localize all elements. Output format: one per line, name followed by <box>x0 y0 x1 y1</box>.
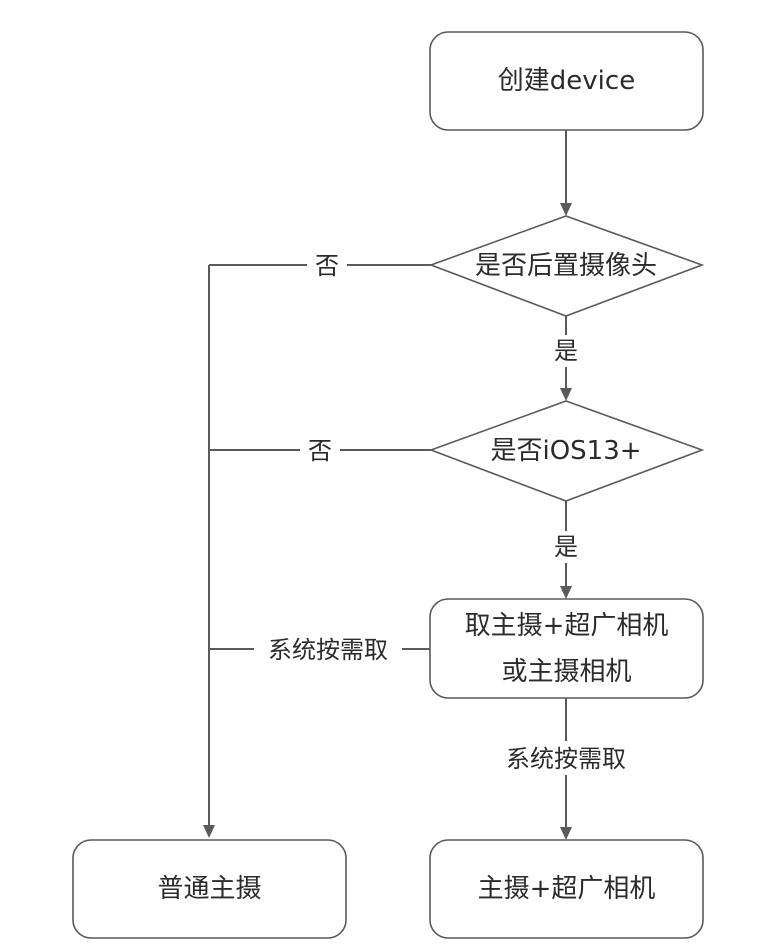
node-is-back-camera-diamond <box>428 215 705 317</box>
node-create-device: 创建device <box>429 31 704 131</box>
edge-labels: 否 是 否 是 系统按需取 系统按需取 <box>254 251 640 775</box>
edge-label-bg-take-main-to-normal <box>254 634 402 664</box>
edge-label-bg-back-camera-no <box>307 251 347 279</box>
node-is-ios13-diamond <box>428 400 705 502</box>
arrowhead-to-ios13 <box>560 388 572 401</box>
node-main-ultrawide-box <box>429 839 704 939</box>
node-take-main-label-line1: 取主摄+超广相机 <box>465 611 669 641</box>
edge-label-ios13-yes: 是 <box>554 533 578 561</box>
edge-label-bg-ios13-yes <box>548 531 584 563</box>
edge-label-ios13-no: 否 <box>308 437 332 465</box>
arrowhead-to-normal-main <box>203 825 215 838</box>
edge-label-bg-ios13-no <box>300 436 340 464</box>
node-take-main: 取主摄+超广相机 或主摄相机 <box>429 598 704 699</box>
node-normal-main: 普通主摄 <box>72 839 347 939</box>
node-normal-main-label: 普通主摄 <box>157 874 261 904</box>
edge-label-take-main-to-ultrawide: 系统按需取 <box>506 745 626 773</box>
edge-label-bg-take-main-to-ultrawide <box>492 741 640 775</box>
node-normal-main-box <box>72 839 347 939</box>
edge-label-back-camera-no: 否 <box>315 252 339 280</box>
arrowhead-to-back-camera <box>560 203 572 216</box>
node-take-main-label-line2: 或主摄相机 <box>501 657 631 687</box>
node-create-device-box <box>429 31 704 131</box>
node-is-ios13: 是否iOS13+ <box>428 400 705 502</box>
edge-label-take-main-to-normal: 系统按需取 <box>268 636 388 664</box>
node-is-back-camera-label: 是否后置摄像头 <box>475 251 657 281</box>
arrowhead-to-ultrawide <box>560 827 572 840</box>
node-main-ultrawide: 主摄+超广相机 <box>429 839 704 939</box>
node-is-ios13-label: 是否iOS13+ <box>490 436 641 466</box>
arrowhead-to-take-main <box>560 586 572 599</box>
edge-label-bg-back-camera-yes <box>548 335 584 367</box>
node-main-ultrawide-label: 主摄+超广相机 <box>478 874 656 904</box>
node-is-back-camera: 是否后置摄像头 <box>428 215 705 317</box>
edge-label-back-camera-yes: 是 <box>554 337 578 365</box>
node-create-device-label: 创建device <box>498 66 635 96</box>
node-take-main-box <box>429 598 704 699</box>
